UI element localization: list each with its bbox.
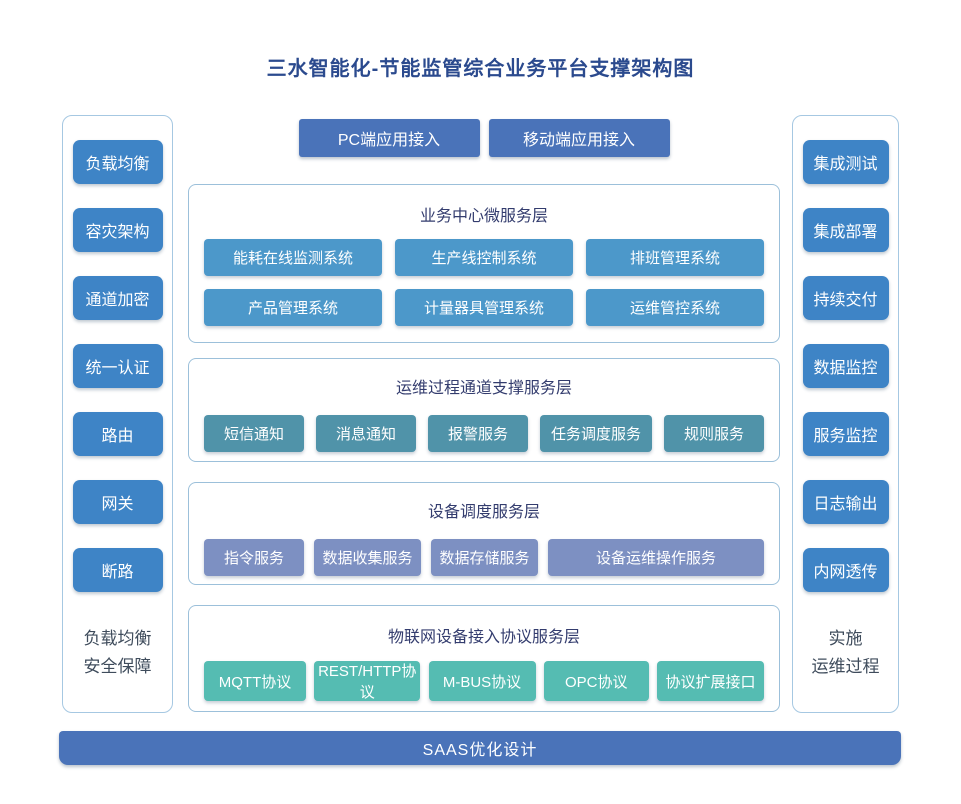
left-pillar-caption: 负载均衡 安全保障 [84,625,152,681]
left-pillar-item-gateway: 网关 [72,480,163,524]
left-pillar-item-disaster-recovery: 容灾架构 [72,208,163,252]
protocol-box-mbus: M-BUS协议 [428,661,536,701]
section-ops-channel-support-layer: 运维过程通道支撑服务层 短信通知 消息通知 报警服务 任务调度服务 规则服务 [188,358,780,462]
service-box-data-storage: 数据存储服务 [431,539,538,576]
left-pillar-item-channel-encryption: 通道加密 [72,276,163,320]
access-buttons-row: PC端应用接入 移动端应用接入 [188,119,780,157]
section-row: 产品管理系统 计量器具管理系统 运维管控系统 [204,289,764,326]
left-pillar-item-routing: 路由 [72,412,163,456]
protocol-box-opc: OPC协议 [543,661,649,701]
service-box-alarm-service: 报警服务 [428,415,528,452]
section-row: 指令服务 数据收集服务 数据存储服务 设备运维操作服务 [204,539,764,576]
protocol-box-rest-http: REST/HTTP协议 [314,661,421,701]
section-header: 物联网设备接入协议服务层 [387,629,580,646]
service-box-metering-device-management: 计量器具管理系统 [395,289,573,326]
right-pillar: 集成测试 集成部署 持续交付 数据监控 服务监控 日志输出 内网透传 实施 运维… [792,115,899,713]
right-pillar-item-service-monitoring: 服务监控 [802,412,889,456]
left-pillar-caption-line1: 负载均衡 [83,629,152,648]
service-box-sms-notify: 短信通知 [204,415,304,452]
section-header: 运维过程通道支撑服务层 [395,380,572,397]
left-pillar: 负载均衡 容灾架构 通道加密 统一认证 路由 网关 断路 负载均衡 安全保障 [62,115,173,713]
right-pillar-caption: 实施 运维过程 [812,625,880,681]
left-pillar-item-load-balance: 负载均衡 [72,140,163,184]
right-pillar-item-continuous-delivery: 持续交付 [802,276,889,320]
mobile-access-node: 移动端应用接入 [488,119,670,157]
service-box-energy-monitoring: 能耗在线监测系统 [204,239,382,276]
right-pillar-item-intranet-passthrough: 内网透传 [802,548,889,592]
service-box-command-service: 指令服务 [204,539,304,576]
service-box-product-management: 产品管理系统 [204,289,382,326]
left-pillar-item-circuit-break: 断路 [72,548,163,592]
section-business-microservice-layer: 业务中心微服务层 能耗在线监测系统 生产线控制系统 排班管理系统 产品管理系统 … [188,184,780,343]
right-pillar-item-data-monitoring: 数据监控 [802,344,889,388]
service-box-data-collection: 数据收集服务 [314,539,421,576]
service-box-production-line-control: 生产线控制系统 [395,239,573,276]
saas-optimization-bar: SAAS优化设计 [59,731,901,765]
service-box-shift-management: 排班管理系统 [586,239,764,276]
section-header: 设备调度服务层 [427,504,540,521]
protocol-box-extension-interface: 协议扩展接口 [657,661,764,701]
right-pillar-item-integration-test: 集成测试 [802,140,889,184]
right-pillar-item-integration-deploy: 集成部署 [802,208,889,252]
left-pillar-caption-line2: 安全保障 [83,657,152,676]
protocol-box-mqtt: MQTT协议 [204,661,306,701]
service-box-ops-control: 运维管控系统 [586,289,764,326]
right-pillar-item-log-output: 日志输出 [802,480,889,524]
service-box-device-ops-operation: 设备运维操作服务 [548,539,764,576]
service-box-task-scheduling: 任务调度服务 [540,415,652,452]
service-box-rule-service: 规则服务 [664,415,764,452]
section-device-scheduling-layer: 设备调度服务层 指令服务 数据收集服务 数据存储服务 设备运维操作服务 [188,482,780,585]
section-row: MQTT协议 REST/HTTP协议 M-BUS协议 OPC协议 协议扩展接口 [204,661,764,701]
section-row: 短信通知 消息通知 报警服务 任务调度服务 规则服务 [204,415,764,452]
section-row: 能耗在线监测系统 生产线控制系统 排班管理系统 [204,239,764,276]
section-iot-protocol-layer: 物联网设备接入协议服务层 MQTT协议 REST/HTTP协议 M-BUS协议 … [188,605,780,712]
right-pillar-caption-line2: 运维过程 [811,657,880,676]
right-pillar-caption-line1: 实施 [828,629,863,648]
pc-access-node: PC端应用接入 [298,119,480,157]
diagram-title: 三水智能化-节能监管综合业务平台支撑架构图 [266,58,695,80]
left-pillar-item-unified-auth: 统一认证 [72,344,163,388]
service-box-message-notify: 消息通知 [316,415,416,452]
section-header: 业务中心微服务层 [419,208,548,225]
